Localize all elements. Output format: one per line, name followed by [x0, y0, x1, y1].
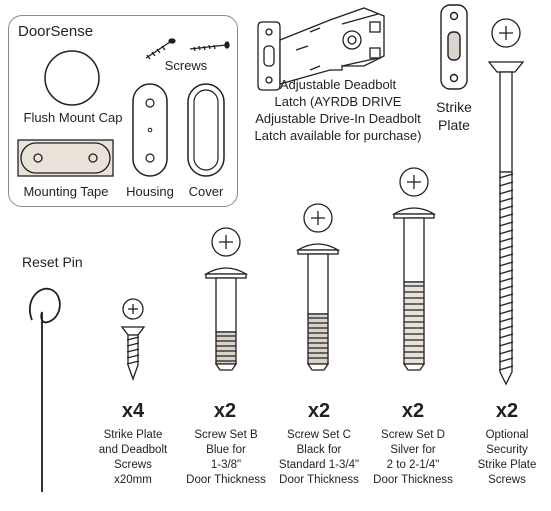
housing-label: Housing	[126, 184, 174, 199]
doorsense-screws-label: Screws	[164, 58, 208, 73]
screw-description-line: 1-3/8"	[210, 459, 242, 471]
reset-pin-label: Reset Pin	[22, 254, 83, 270]
strike-plate-label: Strike Plate	[428, 98, 480, 134]
screw-description-line: Door Thickness	[279, 474, 359, 486]
doorsense-title: DoorSense	[18, 23, 94, 40]
screw-description-line: 2 to 2-1/4"	[386, 459, 440, 471]
latch-line: Adjustable Drive-In Deadbolt	[255, 111, 421, 126]
latch-line: Latch available for purchase)	[254, 128, 422, 143]
screw-description-line: Silver for	[390, 444, 436, 456]
screw-description-line: Standard 1-3/4"	[278, 459, 360, 471]
flush-mount-cap-label: Flush Mount Cap	[23, 110, 123, 125]
latch-line: Adjustable Deadbolt	[279, 77, 397, 92]
doorsense-kit-box	[8, 15, 238, 207]
screw-description-line: Door Thickness	[373, 474, 453, 486]
screw-description: Screw Set C Black for Standard 1-3/4" Do…	[272, 428, 366, 488]
screw-description: Strike Plate and Deadbolt Screws x20mm	[84, 428, 182, 488]
screw-description-line: Screw Set D	[381, 429, 445, 441]
screw-description-line: Black for	[296, 444, 342, 456]
screw-description: Screw Set D Silver for 2 to 2-1/4" Door …	[366, 428, 460, 488]
mounting-tape-label: Mounting Tape	[23, 184, 109, 199]
strike-plate-line: Strike	[436, 99, 472, 115]
strike-plate-line: Plate	[438, 117, 470, 133]
screw-description: Screw Set B Blue for 1-3/8" Door Thickne…	[180, 428, 272, 488]
screw-description: Optional Security Strike Plate Screws	[466, 428, 548, 488]
screw-description-line: Strike Plate	[103, 429, 163, 441]
screw-description-line: Door Thickness	[186, 474, 266, 486]
screw-description-line: Screws	[114, 459, 152, 471]
screw-quantity: x2	[307, 400, 331, 422]
screw-description-line: Blue for	[206, 444, 246, 456]
deadbolt-latch-description: Adjustable Deadbolt Latch (AYRDB DRIVE A…	[246, 76, 430, 144]
cover-label: Cover	[188, 184, 224, 199]
screw-description-line: Screws	[488, 474, 526, 486]
screw-quantity: x4	[121, 400, 145, 422]
screw-description-line: Strike Plate	[477, 459, 537, 471]
screw-quantity: x2	[213, 400, 237, 422]
screw-quantity: x2	[401, 400, 425, 422]
screw-description-line: Optional	[485, 429, 529, 441]
screw-description-line: and Deadbolt	[98, 444, 168, 456]
screw-description-line: Screw Set C	[287, 429, 351, 441]
screw-quantity: x2	[495, 400, 519, 422]
screw-description-line: Security	[486, 444, 528, 456]
screw-description-line: Screw Set B	[194, 429, 258, 441]
latch-line: Latch (AYRDB DRIVE	[274, 94, 402, 109]
screw-description-line: x20mm	[114, 474, 152, 486]
